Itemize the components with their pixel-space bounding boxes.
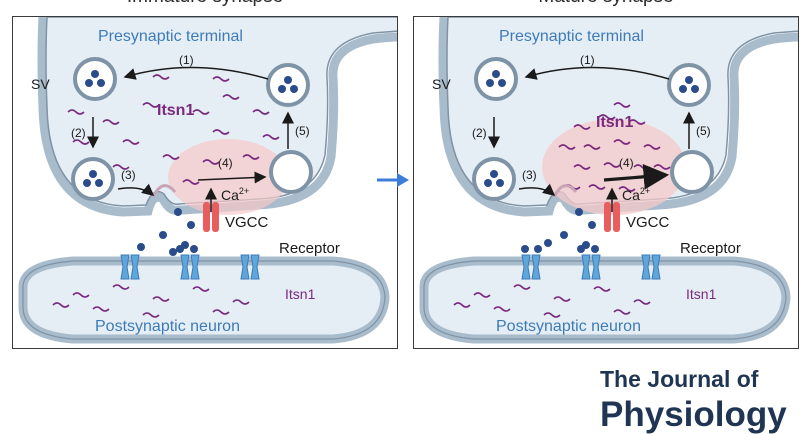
step-label-1: (1) bbox=[179, 53, 194, 67]
step-label-4: (4) bbox=[619, 156, 634, 170]
presynaptic-label: Presynaptic terminal bbox=[98, 28, 243, 45]
step-arrow-1 bbox=[524, 66, 670, 80]
synaptic-vesicle-top-right bbox=[667, 63, 711, 107]
immature-synapse-panel: Presynaptic terminal SV Itsn1 (1) (2) (3… bbox=[12, 16, 398, 349]
itsn1-post-label: Itsn1 bbox=[285, 286, 316, 302]
step-label-3: (3) bbox=[121, 168, 136, 182]
fusion-pit bbox=[151, 184, 177, 198]
receptor-label: Receptor bbox=[279, 240, 340, 257]
journal-logo: The Journal of Physiology bbox=[600, 366, 787, 434]
step-arrow-1 bbox=[123, 66, 269, 80]
synaptic-vesicle-top-right bbox=[266, 63, 310, 107]
itsn1-squiggles-pre bbox=[67, 74, 280, 185]
mature-synapse-diagram: Presynaptic terminal SV Itsn1 (1) (2) (3… bbox=[419, 17, 798, 344]
step-label-2: (2) bbox=[472, 126, 487, 140]
itsn1-squiggles-post bbox=[52, 284, 250, 318]
vgcc-channel bbox=[203, 202, 219, 232]
fusion-pit bbox=[552, 184, 578, 198]
presynaptic-label: Presynaptic terminal bbox=[499, 28, 644, 45]
panel-title-right: Mature synapse bbox=[416, 0, 796, 8]
step-label-2: (2) bbox=[71, 126, 86, 140]
synaptic-vesicle-bottom-left bbox=[472, 157, 516, 201]
postsynaptic-label: Postsynaptic neuron bbox=[496, 318, 641, 335]
itsn1-pre-label: Itsn1 bbox=[157, 102, 194, 119]
transition-arrow-icon bbox=[377, 173, 409, 187]
empty-vesicle bbox=[670, 150, 714, 194]
step-label-5: (5) bbox=[295, 124, 310, 138]
synaptic-vesicle-top-left bbox=[474, 57, 518, 101]
postsynaptic-label: Postsynaptic neuron bbox=[95, 318, 240, 335]
panel-title-left: Immature synapse bbox=[15, 0, 395, 8]
neurotransmitter-dots bbox=[544, 208, 596, 249]
calcium-label: Ca2+ bbox=[221, 186, 249, 203]
receptors bbox=[120, 254, 260, 280]
step-arrow-3 bbox=[518, 183, 556, 196]
itsn1-squiggles-post bbox=[453, 284, 651, 318]
presynaptic-inner-fill bbox=[45, 17, 397, 207]
neurotransmitter-dots bbox=[137, 208, 195, 256]
step-label-4: (4) bbox=[218, 156, 233, 170]
receptor-label: Receptor bbox=[680, 240, 741, 257]
calcium-label: Ca2+ bbox=[622, 186, 650, 203]
mature-synapse-panel: Presynaptic terminal SV Itsn1 (1) (2) (3… bbox=[413, 16, 799, 349]
step-arrow-3 bbox=[117, 183, 155, 196]
journal-line-2: Physiology bbox=[600, 395, 787, 434]
step-label-5: (5) bbox=[696, 124, 711, 138]
itsn1-pre-label: Itsn1 bbox=[596, 114, 633, 131]
step-arrow-4 bbox=[603, 164, 670, 190]
journal-line-1: The Journal of bbox=[600, 366, 759, 392]
vgcc-label: VGCC bbox=[626, 214, 670, 231]
synaptic-vesicle-bottom-left bbox=[71, 157, 115, 201]
synaptic-vesicle-top-left bbox=[73, 57, 117, 101]
immature-synapse-diagram: Presynaptic terminal SV Itsn1 (1) (2) (3… bbox=[18, 17, 397, 344]
vgcc-channel bbox=[604, 202, 620, 232]
step-label-1: (1) bbox=[580, 53, 595, 67]
step-arrow-4 bbox=[197, 171, 267, 184]
sv-label: SV bbox=[31, 76, 50, 92]
empty-vesicle bbox=[269, 150, 313, 194]
step-label-3: (3) bbox=[522, 168, 537, 182]
vgcc-label: VGCC bbox=[225, 214, 269, 231]
itsn1-post-label: Itsn1 bbox=[686, 286, 717, 302]
receptors bbox=[521, 254, 661, 280]
sv-label: SV bbox=[432, 76, 451, 92]
